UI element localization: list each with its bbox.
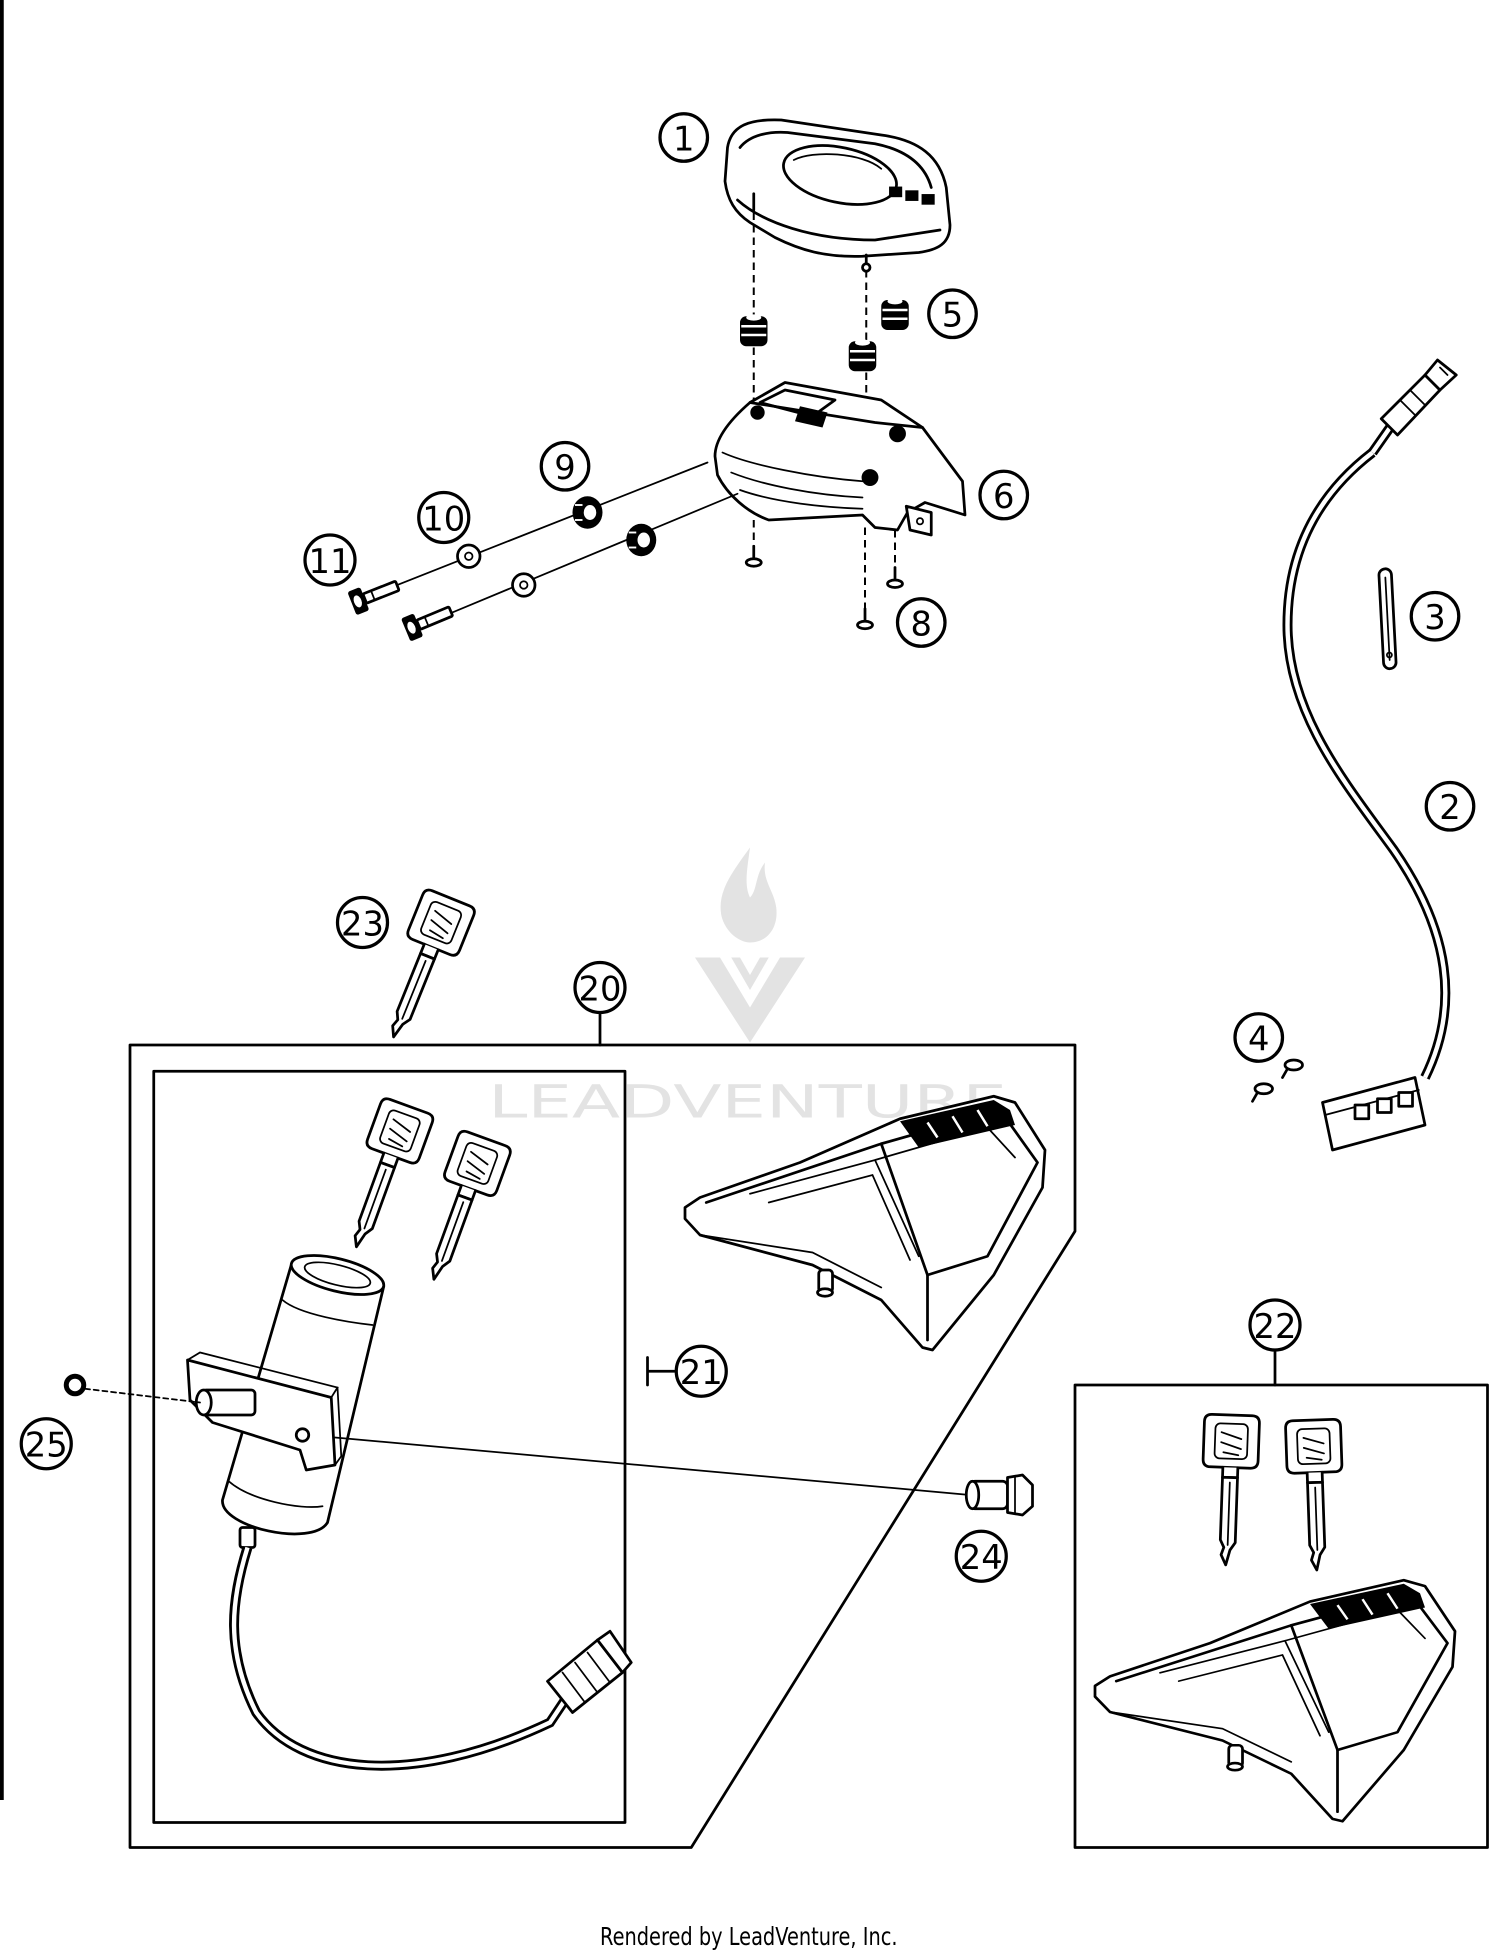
retaining-ring — [63, 1373, 87, 1397]
callout-label: 1 — [673, 119, 694, 158]
screw — [1281, 1058, 1304, 1079]
washer — [456, 543, 482, 569]
ignition-lock — [186, 1254, 386, 1549]
rubber-grommet — [880, 296, 910, 332]
callout-label: 20 — [579, 969, 622, 1008]
nut — [571, 495, 604, 530]
cover — [1093, 1578, 1457, 1823]
bolt — [345, 572, 404, 617]
callout-24: 24 — [954, 1529, 1008, 1583]
callout-22: 22 — [1248, 1298, 1302, 1352]
leader-line-21 — [646, 1356, 678, 1387]
callout-label: 2 — [1439, 788, 1460, 827]
callout-20: 20 — [573, 960, 627, 1015]
callout-6: 6 — [978, 469, 1030, 521]
callout-label: 4 — [1248, 1019, 1269, 1058]
callout-8: 8 — [895, 597, 947, 648]
callout-label: 23 — [341, 904, 384, 943]
assembly-line — [84, 1387, 201, 1404]
v-logo-icon — [695, 957, 805, 1043]
callout-1: 1 — [658, 112, 710, 163]
callout-label: 21 — [680, 1353, 723, 1392]
callout-11: 11 — [303, 533, 357, 587]
footer-credit: Rendered by LeadVenture, Inc. — [600, 1922, 898, 1951]
callout-2: 2 — [1424, 780, 1476, 832]
assembly-frame-20 — [128, 1043, 1077, 1849]
callout-4: 4 — [1233, 1012, 1285, 1063]
callout-21: 21 — [674, 1344, 728, 1398]
assembly-line — [334, 1436, 971, 1496]
callout-label: 22 — [1254, 1307, 1297, 1346]
callout-25: 25 — [19, 1417, 73, 1471]
assembly-line — [430, 492, 739, 623]
washer — [511, 572, 537, 598]
ignition-key — [1198, 1412, 1262, 1568]
bolt — [399, 598, 457, 644]
screw — [744, 544, 763, 568]
callout-3: 3 — [1409, 590, 1461, 642]
callout-5: 5 — [927, 288, 978, 340]
callout-label: 24 — [960, 1538, 1003, 1577]
nut — [625, 522, 658, 558]
callout-label: 9 — [554, 448, 575, 487]
instrument-cluster — [723, 118, 952, 273]
callout-label: 3 — [1424, 598, 1445, 637]
ignition-lock-cable — [229, 1546, 633, 1771]
screw — [886, 566, 904, 589]
callout-9: 9 — [539, 440, 591, 492]
mounting-bracket — [713, 381, 967, 537]
screw — [1251, 1082, 1274, 1103]
assembly-line — [374, 461, 709, 595]
callout-10: 10 — [417, 490, 471, 545]
screw — [856, 607, 874, 631]
callout-label: 25 — [25, 1426, 68, 1465]
callout-label: 11 — [309, 542, 352, 581]
flame-icon — [720, 847, 777, 943]
callout-label: 5 — [942, 296, 963, 335]
callout-23: 23 — [335, 895, 390, 950]
ignition-key — [407, 1127, 514, 1291]
wiring-harness — [1282, 358, 1458, 1152]
rubber-grommet — [738, 313, 769, 348]
rubber-grommet — [847, 338, 878, 373]
ignition-key — [330, 1095, 437, 1259]
callout-label: 6 — [993, 477, 1014, 516]
callout-label: 10 — [422, 499, 465, 538]
bushing-bolt — [964, 1473, 1034, 1517]
cover — [683, 1094, 1047, 1352]
watermark: LEADVENTURE — [488, 847, 1007, 1129]
cable-tie — [1377, 567, 1398, 671]
ignition-key — [1283, 1417, 1347, 1573]
assembly-frame-22 — [1073, 1383, 1489, 1849]
callout-label: 8 — [911, 604, 932, 643]
assembly-frame-21 — [152, 1069, 627, 1824]
